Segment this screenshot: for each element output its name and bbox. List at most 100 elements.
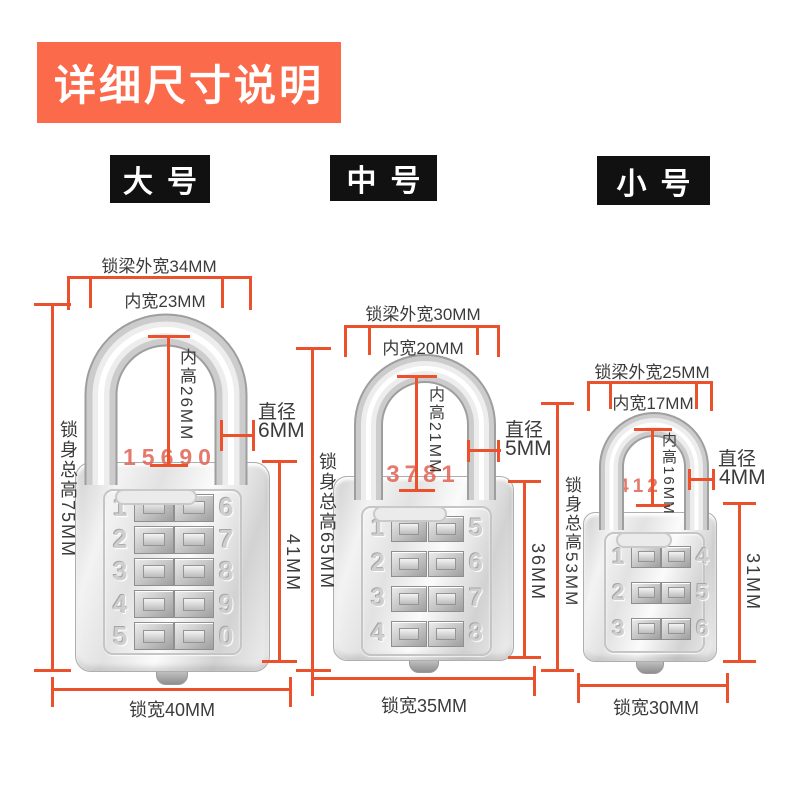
dimension-tick bbox=[221, 276, 224, 308]
dim-diameter-value-large: 6MM bbox=[258, 419, 305, 442]
key-row: 8 bbox=[428, 619, 484, 648]
dimension-tick bbox=[249, 276, 252, 310]
key-row: 8 bbox=[174, 556, 235, 587]
push-button bbox=[391, 620, 427, 647]
push-button-inner bbox=[436, 557, 456, 570]
key-number: 6 bbox=[469, 549, 483, 577]
dimension-tick bbox=[262, 660, 297, 663]
dim-diameter-label-large: 直径 bbox=[258, 402, 297, 423]
dimension-line bbox=[468, 449, 501, 452]
dim-lock-width-large: 锁宽40MM bbox=[128, 700, 215, 720]
key-number: 5 bbox=[696, 579, 709, 605]
push-button-inner bbox=[399, 627, 419, 640]
dimension-tick bbox=[712, 469, 715, 490]
size-tag-small: 小号 bbox=[597, 156, 710, 205]
key-number: 4 bbox=[371, 619, 385, 647]
dimension-tick bbox=[688, 469, 691, 490]
push-button-inner bbox=[436, 627, 456, 640]
dimension-line bbox=[523, 480, 526, 659]
dimension-line bbox=[52, 688, 292, 691]
key-number: 7 bbox=[469, 584, 483, 612]
dimension-tick bbox=[399, 489, 435, 492]
key-number: 2 bbox=[612, 579, 625, 605]
panel-notch bbox=[373, 506, 447, 522]
dim-inner-height-medium: 内高21MM bbox=[426, 386, 443, 475]
dim-diameter-label-medium: 直径 bbox=[505, 420, 544, 441]
key-row: 2 bbox=[612, 579, 661, 606]
key-number: 2 bbox=[371, 549, 385, 577]
dimension-tick bbox=[467, 440, 470, 462]
push-button-inner bbox=[183, 533, 205, 547]
dim-diameter-value-medium: 5MM bbox=[505, 437, 552, 460]
push-button-inner bbox=[183, 597, 205, 611]
key-row: 2 bbox=[113, 524, 174, 555]
dimension-tick bbox=[587, 381, 590, 411]
push-button-inner bbox=[143, 533, 165, 547]
key-number: 8 bbox=[219, 556, 234, 587]
engraved-code: 3781 bbox=[386, 461, 460, 488]
dim-diameter-label-small: 直径 bbox=[718, 449, 757, 470]
engraved-code: 412 bbox=[618, 476, 662, 497]
shackle-medium bbox=[354, 354, 496, 500]
push-button bbox=[174, 525, 214, 554]
push-button bbox=[428, 620, 464, 647]
push-button bbox=[428, 585, 464, 612]
push-button-inner bbox=[667, 551, 685, 562]
dimension-line bbox=[167, 335, 170, 467]
size-tag-large: 大号 bbox=[110, 155, 210, 203]
key-row: 6 bbox=[661, 615, 710, 642]
dim-total-height-medium: 锁身总高65MM bbox=[317, 452, 337, 591]
dimension-line bbox=[738, 502, 741, 663]
push-button bbox=[134, 557, 174, 586]
dim-shackle-outer-width-large: 锁梁外宽34MM bbox=[101, 257, 217, 276]
key-number: 8 bbox=[469, 619, 483, 647]
push-button bbox=[134, 590, 174, 619]
dimension-line bbox=[689, 478, 715, 481]
key-number: 0 bbox=[219, 620, 234, 651]
dimension-tick bbox=[34, 669, 71, 672]
dim-body-height-small: 31MM bbox=[743, 553, 763, 612]
key-row: 5 bbox=[113, 621, 174, 652]
key-number: 5 bbox=[113, 620, 128, 651]
dimension-line bbox=[578, 684, 728, 687]
key-number: 3 bbox=[612, 615, 625, 641]
push-button-inner bbox=[436, 522, 456, 535]
push-button-inner bbox=[637, 623, 655, 634]
dim-body-height-large: 41MM bbox=[283, 534, 303, 593]
push-button bbox=[661, 617, 691, 640]
push-button bbox=[134, 622, 174, 651]
dimension-tick bbox=[252, 420, 255, 451]
dim-inner-width-medium: 内宽20MM bbox=[382, 339, 464, 358]
dim-lock-width-small: 锁宽30MM bbox=[612, 698, 699, 718]
key-number: 3 bbox=[371, 584, 385, 612]
push-button-inner bbox=[183, 565, 205, 579]
dimension-line bbox=[651, 428, 654, 507]
key-row: 9 bbox=[174, 589, 235, 620]
dimension-line bbox=[51, 303, 54, 672]
dimension-tick bbox=[710, 381, 713, 411]
dimension-tick bbox=[150, 464, 188, 467]
title-banner: 详细尺寸说明 bbox=[37, 42, 341, 123]
dim-shackle-outer-width-medium: 锁梁外宽30MM bbox=[365, 305, 481, 324]
dimension-tick bbox=[368, 325, 371, 355]
shackle-small bbox=[599, 412, 709, 530]
dimension-line bbox=[67, 276, 252, 279]
push-button-inner bbox=[399, 522, 419, 535]
push-button-inner bbox=[399, 592, 419, 605]
push-button bbox=[174, 557, 214, 586]
dimension-tick bbox=[726, 673, 729, 703]
dimension-tick bbox=[533, 666, 536, 696]
dimension-line bbox=[415, 375, 418, 492]
push-button bbox=[631, 545, 661, 568]
push-button bbox=[631, 617, 661, 640]
dimension-tick bbox=[344, 325, 347, 357]
